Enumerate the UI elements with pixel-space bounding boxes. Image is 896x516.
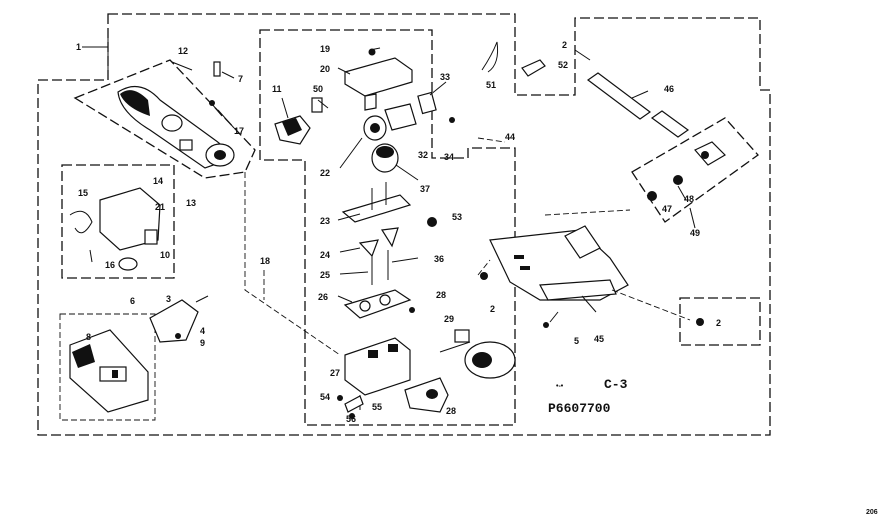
screw-part-54 — [337, 395, 343, 401]
callout-5: 5 — [574, 336, 579, 346]
valve-plate-part-26 — [343, 289, 412, 319]
callout-37: 37 — [420, 184, 430, 194]
igniter-housing-part-8 — [69, 329, 149, 413]
callout-9: 9 — [200, 338, 205, 348]
corner-text: 206 — [866, 509, 878, 516]
mount-bracket-part-45 — [489, 225, 629, 301]
small-marks: •-• — [556, 383, 564, 390]
group-12-boundary — [73, 59, 256, 179]
tube-part-46 — [586, 72, 690, 138]
callout-3: 3 — [166, 294, 171, 304]
coil-part-37 — [371, 143, 399, 173]
callout-7: 7 — [238, 74, 243, 84]
screw-part-56 — [349, 413, 355, 419]
callout-12: 12 — [178, 46, 188, 56]
callout-22: 22 — [320, 168, 330, 178]
screw-part-34 — [449, 117, 455, 123]
callout-2a: 2 — [562, 40, 567, 50]
callout-51: 51 — [486, 80, 496, 90]
callout-45: 45 — [594, 334, 604, 344]
screw-part-2c — [696, 318, 704, 326]
callout-53: 53 — [452, 212, 462, 222]
callout-23: 23 — [320, 216, 330, 226]
callout-54: 54 — [320, 392, 330, 402]
igniter-bracket-part-6 — [149, 295, 209, 343]
diaphragm-part-24 — [358, 227, 399, 258]
coil-part-22 — [363, 115, 387, 141]
callout-19: 19 — [320, 44, 330, 54]
screw-part-5 — [543, 322, 549, 328]
screw-part-28a — [409, 307, 415, 313]
callout-32: 32 — [418, 150, 428, 160]
callout-27: 27 — [330, 368, 340, 378]
callout-47: 47 — [662, 204, 672, 214]
callout-29: 29 — [444, 314, 454, 324]
callout-11: 11 — [272, 84, 282, 94]
callout-26: 26 — [318, 292, 328, 302]
callout-34: 34 — [444, 152, 454, 162]
callout-13: 13 — [186, 198, 196, 208]
burner-tube-part — [117, 85, 235, 169]
callout-16: 16 — [105, 260, 115, 270]
valve-bracket-part-20 — [344, 48, 413, 111]
callout-48: 48 — [684, 194, 694, 204]
mount-bracket-part-11 — [274, 97, 323, 145]
callout-2c: 2 — [716, 318, 721, 328]
callout-56: 56 — [346, 414, 356, 424]
valve-group-boundary — [259, 29, 516, 426]
callout-8: 8 — [86, 332, 91, 342]
screw-part-17 — [209, 100, 223, 117]
callout-15: 15 — [78, 188, 88, 198]
callout-14: 14 — [153, 176, 163, 186]
callout-36: 36 — [434, 254, 444, 264]
igniter-group-boundary — [59, 313, 156, 421]
callout-28a: 28 — [436, 290, 446, 300]
group-13-boundary — [61, 164, 175, 279]
callout-10: 10 — [160, 250, 170, 260]
callout-25: 25 — [320, 270, 330, 280]
pilot-bracket-part — [69, 187, 161, 271]
spring-part-55 — [344, 395, 364, 413]
clip-part-7 — [213, 61, 221, 77]
valve-plate-part-23 — [341, 182, 412, 223]
callout-52: 52 — [558, 60, 568, 70]
callout-28b: 28 — [446, 406, 456, 416]
wire-part-51 — [481, 41, 499, 73]
leader-lines — [171, 47, 696, 356]
section-code: C-3 — [604, 377, 628, 392]
screw-part-2b — [480, 272, 488, 280]
clip-part-52 — [521, 59, 546, 77]
callout-17: 17 — [234, 126, 244, 136]
callout-55: 55 — [372, 402, 382, 412]
drawing-number: P6607700 — [548, 401, 611, 416]
callout-1: 1 — [76, 42, 81, 52]
outer-assembly-boundary — [37, 13, 771, 436]
cover-part-33 — [417, 91, 437, 115]
knob-part-29 — [439, 329, 516, 379]
callout-18a: 18 — [260, 256, 270, 266]
bracket-part-28b — [404, 377, 449, 413]
valve-body-part — [344, 337, 411, 410]
group-2c-boundary — [679, 297, 761, 346]
callout-6: 6 — [130, 296, 135, 306]
pin-part-25 — [371, 250, 389, 285]
fitting-part-48 — [647, 141, 726, 201]
callout-46: 46 — [664, 84, 674, 94]
callout-50: 50 — [313, 84, 323, 94]
callout-33: 33 — [440, 72, 450, 82]
nut-part-53 — [427, 217, 437, 227]
callout-49: 49 — [690, 228, 700, 238]
callout-4: 4 — [200, 326, 205, 336]
leader-44 — [477, 137, 506, 143]
callout-24: 24 — [320, 250, 330, 260]
callout-2b: 2 — [490, 304, 495, 314]
group-49-boundary — [631, 117, 759, 223]
callout-20: 20 — [320, 64, 330, 74]
gasket-part-32 — [384, 103, 417, 131]
callout-44: 44 — [505, 132, 515, 142]
callout-21: 21 — [155, 202, 165, 212]
